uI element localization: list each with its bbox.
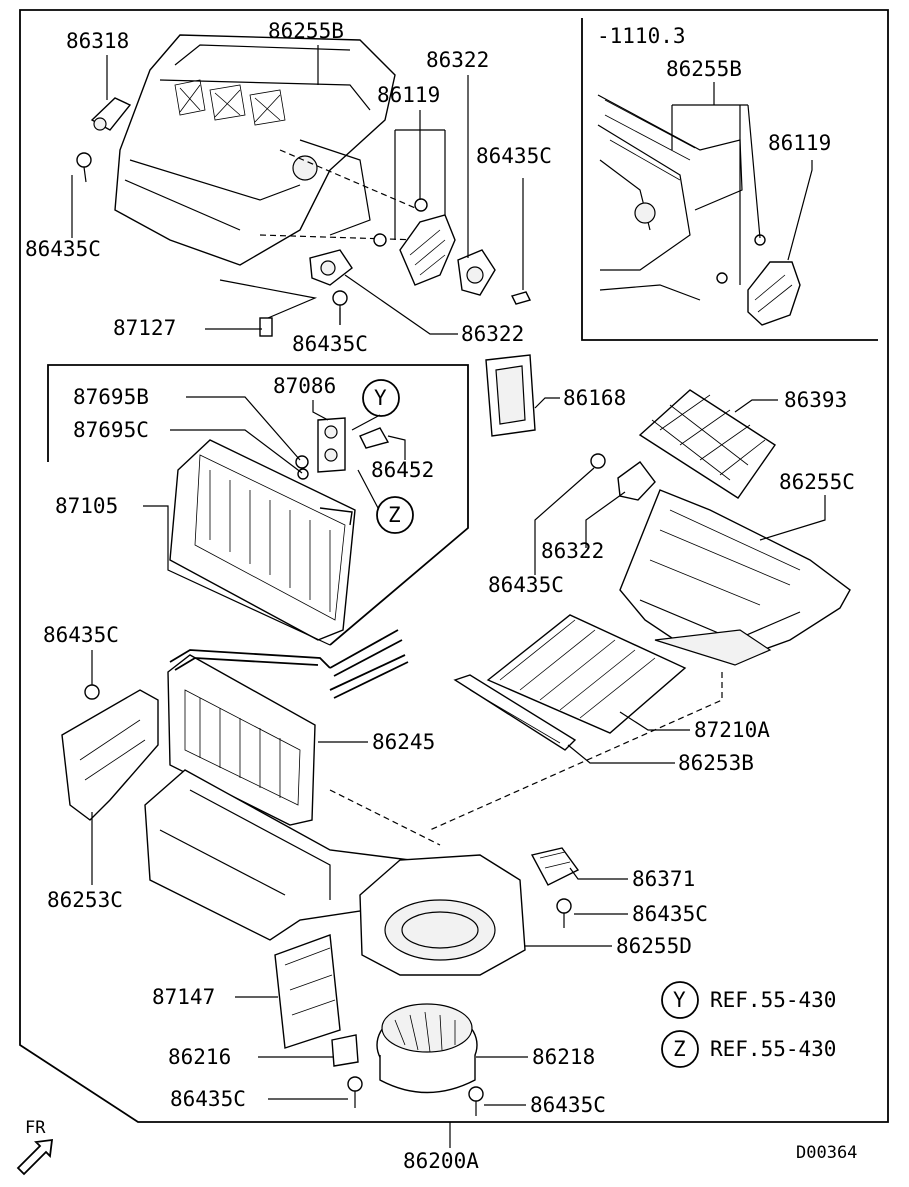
screw-86435C-top-right — [510, 178, 532, 305]
label-86245: 86245 — [372, 730, 435, 754]
label-86371: 86371 — [632, 867, 695, 891]
label-86435C-bottom-left: 86435C — [170, 1087, 246, 1111]
label-86435C-top-right: 86435C — [476, 144, 552, 168]
screw-top-left — [76, 152, 92, 183]
evaporator-87105 — [169, 439, 356, 641]
label-87086: 87086 — [273, 374, 336, 398]
callout-y: Y — [362, 379, 400, 417]
label-86435C-right: 86435C — [488, 573, 564, 597]
actuator-86322-top — [457, 249, 496, 296]
callout-z: Z — [376, 496, 414, 534]
inset-unit — [597, 94, 801, 326]
label-86435C-lower-right: 86435C — [632, 902, 708, 926]
label-86119-main: 86119 — [377, 83, 440, 107]
refrigerant-pipes — [329, 629, 409, 699]
arrow-icon — [16, 1138, 54, 1176]
label-86322-top: 86322 — [426, 48, 489, 72]
leader-lines — [71, 45, 826, 1148]
bolt-86452 — [359, 427, 390, 449]
legend-y: Y REF.55-430 — [661, 981, 836, 1019]
callout-z-letter: Z — [388, 503, 401, 527]
label-87210A: 87210A — [694, 718, 770, 742]
label-87695B: 87695B — [73, 385, 149, 409]
heater-core-86245 — [167, 649, 331, 826]
o-rings-87695 — [295, 455, 309, 480]
label-86393: 86393 — [784, 388, 847, 412]
inset-code: -1110.3 — [597, 24, 686, 48]
label-86255B-main: 86255B — [268, 19, 344, 43]
blower-motor-86218 — [376, 1003, 478, 1094]
callout-y-letter: Y — [374, 386, 387, 410]
bracket-86216 — [331, 1034, 359, 1067]
inset-frame — [581, 18, 878, 341]
actuator-86322-mid — [309, 249, 353, 286]
label-87147: 87147 — [152, 985, 215, 1009]
filter-cover-86393 — [638, 389, 776, 499]
filter-87210A — [486, 614, 687, 734]
label-86253B: 86253B — [678, 751, 754, 775]
legend-z-text: REF.55-430 — [710, 1037, 836, 1061]
legend-z: Z REF.55-430 — [661, 1030, 836, 1068]
label-86435C-bottom-right: 86435C — [530, 1093, 606, 1117]
duct-87147 — [274, 934, 341, 1049]
label-86255C: 86255C — [779, 470, 855, 494]
clip-87127 — [259, 317, 273, 337]
label-86255B-inset: 86255B — [666, 57, 742, 81]
filter-frame-86253B — [429, 672, 723, 831]
screw-bottom-left — [347, 1076, 363, 1108]
label-86322-mid: 86322 — [461, 322, 524, 346]
label-87695C: 87695C — [73, 418, 149, 442]
blower-case-86255D — [359, 854, 526, 976]
screw-lower-right — [556, 898, 572, 928]
legend-y-text: REF.55-430 — [710, 988, 836, 1012]
label-86216: 86216 — [168, 1045, 231, 1069]
heater-unit-assembly — [114, 34, 421, 319]
seal-86168 — [485, 354, 536, 437]
label-86168: 86168 — [563, 386, 626, 410]
screw-bottom-right — [468, 1086, 484, 1116]
resistor-86371 — [530, 847, 580, 886]
label-86200A: 86200A — [403, 1149, 479, 1173]
cover-86253C — [61, 684, 159, 821]
label-86119-inset: 86119 — [768, 131, 831, 155]
label-87127: 87127 — [113, 316, 176, 340]
label-86435C-top-left: 86435C — [25, 237, 101, 261]
legend-y-symbol: Y — [673, 988, 686, 1012]
fr-label: FR — [25, 1118, 46, 1138]
evaporator-outline-box — [47, 364, 469, 646]
lower-case — [144, 769, 441, 941]
actuator-86318 — [90, 97, 132, 131]
label-87105: 87105 — [55, 494, 118, 518]
label-86255D: 86255D — [616, 934, 692, 958]
door-86119-main — [373, 198, 456, 286]
label-86318: 86318 — [66, 29, 129, 53]
label-86253C: 86253C — [47, 888, 123, 912]
front-direction-arrow: FR — [16, 1118, 54, 1176]
case-86255C — [619, 489, 851, 666]
drawing-code: D00364 — [796, 1143, 857, 1163]
label-86435C-mid: 86435C — [292, 332, 368, 356]
diagram-frame — [19, 9, 889, 1123]
label-86435C-left: 86435C — [43, 623, 119, 647]
label-86322-right: 86322 — [541, 539, 604, 563]
actuator-86322-right — [590, 453, 656, 501]
label-86452: 86452 — [371, 458, 434, 482]
label-86218: 86218 — [532, 1045, 595, 1069]
expansion-valve-87086 — [317, 417, 346, 473]
legend-z-symbol: Z — [673, 1037, 686, 1061]
